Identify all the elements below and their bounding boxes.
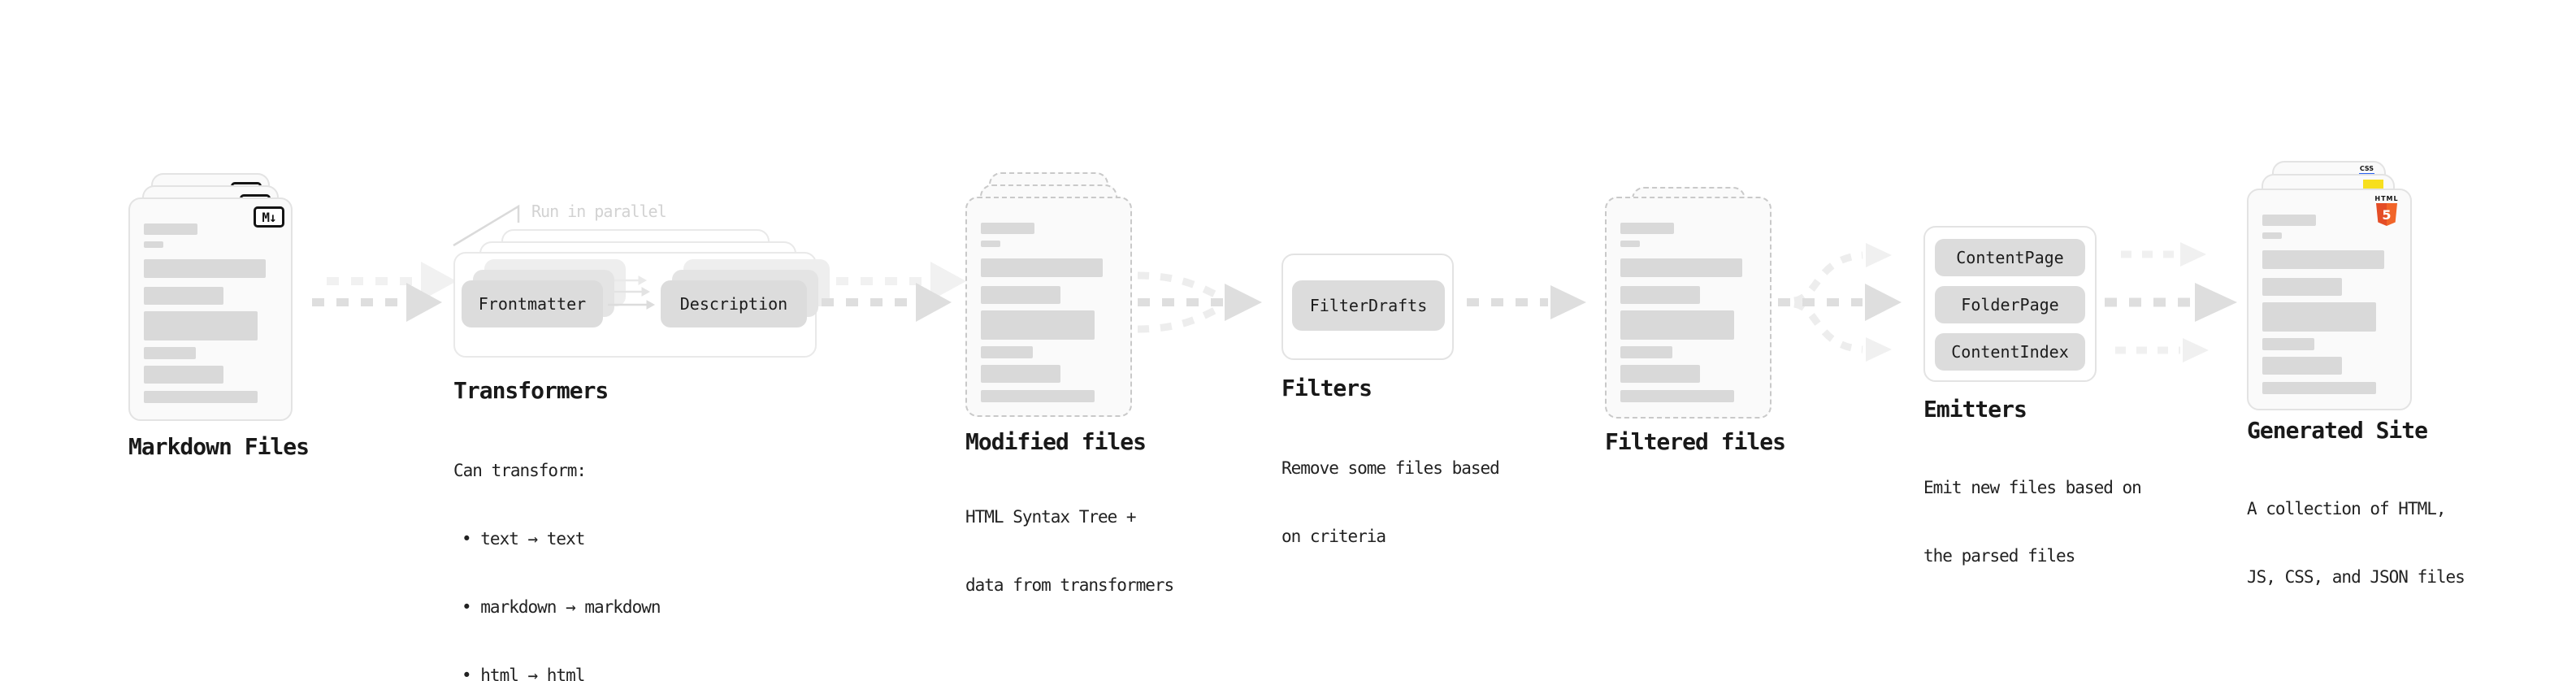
html5-icon: HTML 5	[2370, 195, 2404, 226]
emitter-folder-page-chip: FolderPage	[1935, 286, 2085, 323]
generated-desc-line: A collection of HTML,	[2247, 499, 2447, 518]
filter-drafts-chip: FilterDrafts	[1292, 280, 1445, 331]
transformers-desc-title: Can transform:	[453, 461, 587, 480]
text-placeholder-bar	[144, 366, 223, 384]
modified-desc-line: data from transformers	[965, 575, 1174, 595]
generated-file-card-html: HTML 5	[2247, 189, 2412, 410]
text-placeholder-bar	[1620, 365, 1700, 383]
js-icon	[2363, 180, 2383, 189]
html5-icon-word: HTML	[2374, 195, 2399, 202]
text-placeholder-bar	[144, 311, 258, 340]
text-placeholder-bar	[1620, 241, 1640, 247]
transformers-description: Can transform: • text → text • markdown …	[453, 414, 661, 681]
filters-desc-line: on criteria	[1281, 527, 1386, 546]
filtered-file-card-front	[1605, 197, 1772, 419]
stage-label-filtered-files: Filtered files	[1605, 428, 1786, 455]
stage-label-generated-site: Generated Site	[2247, 417, 2428, 444]
run-in-parallel-note: Run in parallel	[531, 202, 667, 221]
filters-description: Remove some files based on criteria	[1281, 411, 1500, 593]
stage-label-transformers: Transformers	[453, 377, 609, 404]
markdown-icon: M↓	[254, 206, 284, 228]
filters-box: FilterDrafts	[1281, 254, 1454, 360]
modified-files-stack	[965, 172, 1132, 417]
text-placeholder-bar	[2262, 382, 2376, 394]
emitter-content-index-chip: ContentIndex	[1935, 333, 2085, 371]
text-placeholder-bar	[1620, 258, 1742, 277]
text-placeholder-bar	[2262, 232, 2282, 239]
transformers-group: Frontmatter Description	[453, 229, 830, 363]
text-placeholder-bar	[2262, 338, 2314, 350]
text-placeholder-bar	[1620, 223, 1674, 234]
modified-desc-line: HTML Syntax Tree +	[965, 507, 1137, 527]
fan-in-arrow-icon	[1137, 271, 1262, 333]
text-placeholder-bar	[1620, 390, 1734, 402]
emitters-description: Emit new files based on the parsed files	[1923, 431, 2142, 613]
stage-label-emitters: Emitters	[1923, 396, 2027, 423]
stage-label-markdown-files: Markdown Files	[128, 433, 310, 460]
text-placeholder-bar	[981, 365, 1060, 383]
transformers-bullet: • html → html	[462, 666, 585, 681]
transformers-bullet: • markdown → markdown	[462, 597, 661, 617]
text-placeholder-bar	[981, 286, 1060, 304]
text-placeholder-bar	[2262, 215, 2316, 226]
text-placeholder-bar	[981, 223, 1034, 234]
text-placeholder-bar	[2262, 250, 2384, 269]
dashed-arrow-icon	[822, 262, 966, 322]
text-placeholder-bar	[981, 310, 1095, 340]
text-placeholder-bar	[144, 259, 266, 278]
emitters-desc-line: the parsed files	[1923, 546, 2075, 566]
triple-dashed-arrow-icon	[2105, 242, 2237, 362]
stage-label-modified-files: Modified files	[965, 428, 1147, 455]
text-placeholder-bar	[2262, 357, 2342, 375]
text-placeholder-bar	[144, 391, 258, 403]
html5-icon-shield: 5	[2376, 203, 2397, 226]
text-placeholder-bar	[144, 287, 223, 305]
markdown-file-card-front: M↓	[128, 197, 293, 421]
generated-desc-line: JS, CSS, and JSON files	[2247, 567, 2465, 587]
transformers-bullet: • text → text	[462, 529, 585, 549]
text-placeholder-bar	[144, 347, 196, 359]
modified-files-description: HTML Syntax Tree + data from transformer…	[965, 460, 1174, 642]
transformer-description-chip: Description	[661, 280, 807, 327]
parallel-arrows-icon	[608, 275, 656, 310]
text-placeholder-bar	[1620, 286, 1700, 304]
dashed-arrow-icon	[1467, 285, 1586, 319]
emitters-desc-line: Emit new files based on	[1923, 478, 2142, 497]
text-placeholder-bar	[981, 390, 1095, 402]
text-placeholder-bar	[981, 258, 1103, 277]
text-placeholder-bar	[144, 223, 197, 235]
text-placeholder-bar	[144, 241, 163, 248]
emitter-content-page-chip: ContentPage	[1935, 239, 2085, 276]
text-placeholder-bar	[2262, 278, 2342, 296]
text-placeholder-bar	[1620, 346, 1672, 358]
text-placeholder-bar	[981, 241, 1000, 247]
text-placeholder-bar	[981, 346, 1033, 358]
filtered-files-stack	[1605, 187, 1772, 419]
text-placeholder-bar	[2262, 302, 2376, 332]
emitters-box: ContentPage FolderPage ContentIndex	[1923, 226, 2097, 382]
fan-out-arrow-icon	[1778, 243, 1902, 362]
text-placeholder-bar	[1620, 310, 1734, 340]
stage-label-filters: Filters	[1281, 375, 1373, 401]
transformer-frontmatter-chip: Frontmatter	[462, 280, 603, 327]
modified-file-card-front	[965, 197, 1132, 417]
filters-desc-line: Remove some files based	[1281, 458, 1500, 478]
markdown-files-stack: M↓ M↓ M↓	[128, 173, 293, 421]
generated-site-stack: CSS HTML 5	[2247, 161, 2412, 410]
dashed-arrow-icon	[312, 262, 457, 322]
note-connector-line	[453, 204, 520, 247]
generated-site-description: A collection of HTML, JS, CSS, and JSON …	[2247, 452, 2465, 634]
